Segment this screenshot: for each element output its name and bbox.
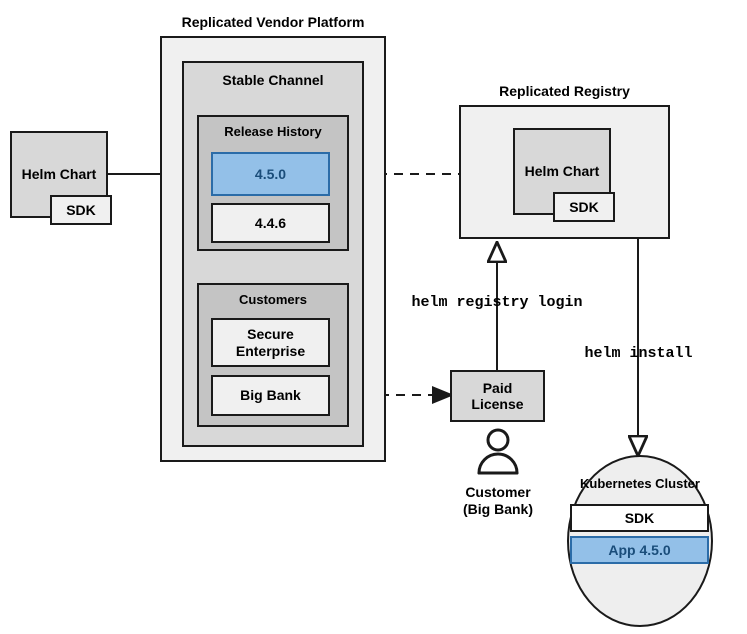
stable-channel-label: Stable Channel [222, 72, 324, 88]
customer-item-secure-enterprise[interactable]: Secure Enterprise [211, 318, 330, 367]
replicated-registry-title: Replicated Registry [499, 83, 630, 99]
release-item-4-5-0-label: 4.5.0 [254, 165, 287, 182]
helm-chart-source-label: Helm Chart [21, 166, 97, 183]
customer-item-big-bank-label: Big Bank [240, 387, 301, 404]
cluster-item-sdk-label: SDK [624, 509, 655, 526]
release-item-4-4-6-label: 4.4.6 [254, 214, 287, 231]
paid-license-box: Paid License [450, 370, 545, 422]
cluster-item-sdk[interactable]: SDK [570, 504, 709, 532]
customers-label: Customers [239, 292, 307, 307]
vendor-platform-title: Replicated Vendor Platform [181, 14, 365, 30]
customer-actor-label: Customer (Big Bank) [463, 484, 533, 517]
release-item-4-5-0[interactable]: 4.5.0 [211, 152, 330, 196]
release-history-label: Release History [224, 124, 322, 139]
helm-chart-source-sdk-label: SDK [66, 201, 96, 218]
release-item-4-4-6[interactable]: 4.4.6 [211, 203, 330, 243]
registry-helm-chart-sdk-label: SDK [569, 198, 599, 215]
customer-item-big-bank[interactable]: Big Bank [211, 375, 330, 416]
customer-item-secure-enterprise-label: Secure Enterprise [235, 326, 306, 359]
cluster-item-app-label: App 4.5.0 [608, 541, 671, 558]
kubernetes-cluster-title: Kubernetes Cluster [580, 476, 700, 491]
registry-helm-chart-label: Helm Chart [524, 163, 600, 180]
registry-helm-chart-sdk-box: SDK [553, 192, 615, 222]
command-helm-install: helm install [584, 345, 693, 362]
cluster-item-app[interactable]: App 4.5.0 [570, 536, 709, 564]
paid-license-label: Paid License [471, 379, 524, 412]
helm-chart-source-sdk-box: SDK [50, 195, 112, 225]
command-helm-registry-login: helm registry login [411, 294, 583, 311]
customer-actor-icon [477, 428, 519, 475]
